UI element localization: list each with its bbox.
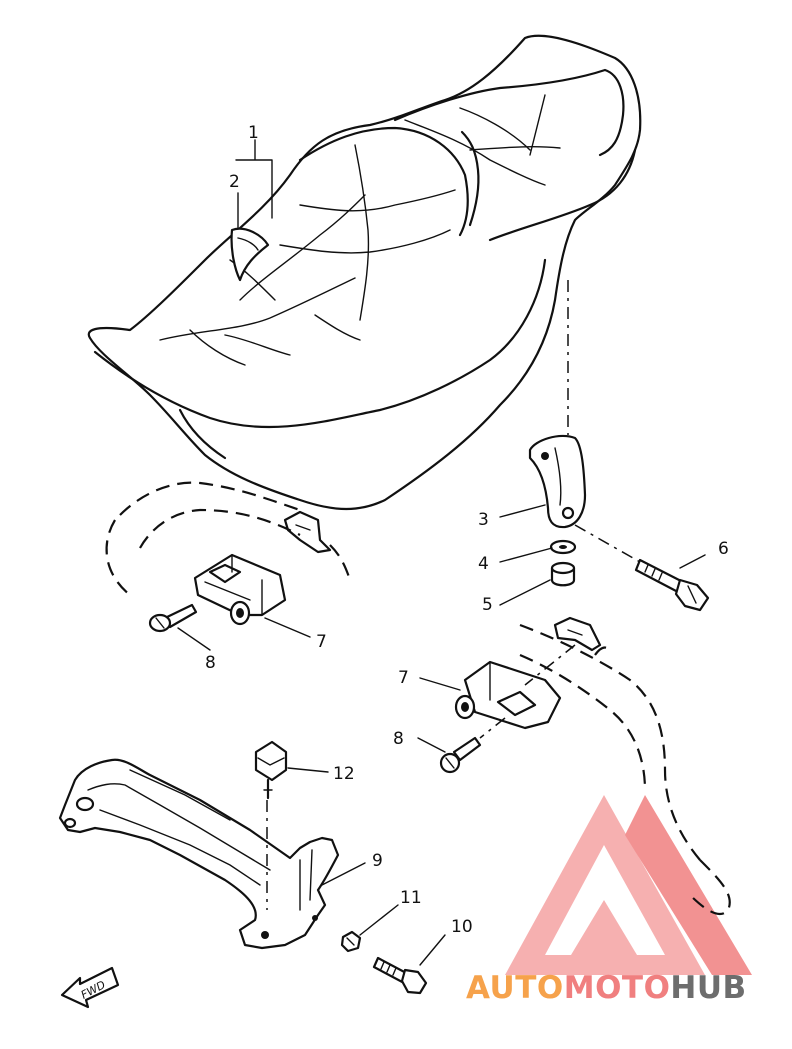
damper-left-part-7 — [193, 553, 287, 626]
callout-11: 11 — [400, 888, 422, 908]
callout-8-left: 8 — [205, 653, 216, 673]
callout-6: 6 — [718, 539, 729, 559]
callout-8-right: 8 — [393, 729, 404, 749]
forward-arrow: FWD — [60, 966, 120, 1009]
seat-bracket-part-3 — [528, 434, 587, 529]
bolt-part-6 — [634, 558, 710, 612]
leader-lines — [177, 504, 706, 966]
seat-assembly — [87, 34, 642, 511]
washer-part-4 — [549, 539, 577, 555]
alignment-line-4 — [479, 717, 506, 739]
callout-2: 2 — [229, 172, 240, 192]
callout-9: 9 — [372, 851, 383, 871]
collar-part-5 — [550, 561, 576, 587]
switch-part-12 — [254, 740, 288, 800]
callout-1: 1 — [248, 123, 259, 143]
callout-4: 4 — [478, 554, 489, 574]
watermark-moto: MOTO — [564, 970, 671, 1006]
callout-3: 3 — [478, 510, 489, 530]
callout-1-bracket — [235, 139, 273, 219]
watermark-hub: HUB — [670, 970, 746, 1006]
rail-tab-right — [553, 616, 602, 652]
bolt-part-10 — [372, 956, 428, 995]
damper-right-part-7 — [454, 660, 562, 730]
svg-text:AUTOMOTOHUB: AUTOMOTOHUB — [466, 970, 747, 1006]
watermark-auto: AUTO — [466, 970, 564, 1006]
watermark-logo-mark — [505, 795, 752, 975]
callout-7-right: 7 — [398, 668, 409, 688]
callout-12: 12 — [333, 764, 355, 784]
alignment-line-2 — [574, 524, 641, 563]
callout-10: 10 — [451, 917, 473, 937]
callout-5: 5 — [482, 595, 493, 615]
callout-7-left: 7 — [316, 632, 327, 652]
screw-left-part-8 — [148, 603, 198, 633]
alignment-line-3 — [524, 644, 576, 686]
rear-bracket-part-9 — [58, 758, 340, 950]
screw-right-part-8 — [439, 736, 482, 774]
nut-part-11 — [340, 930, 362, 953]
frame-rails — [105, 481, 731, 916]
watermark-text: AUTOMOTOHUB — [466, 970, 747, 1006]
rail-tab-left — [283, 510, 332, 554]
